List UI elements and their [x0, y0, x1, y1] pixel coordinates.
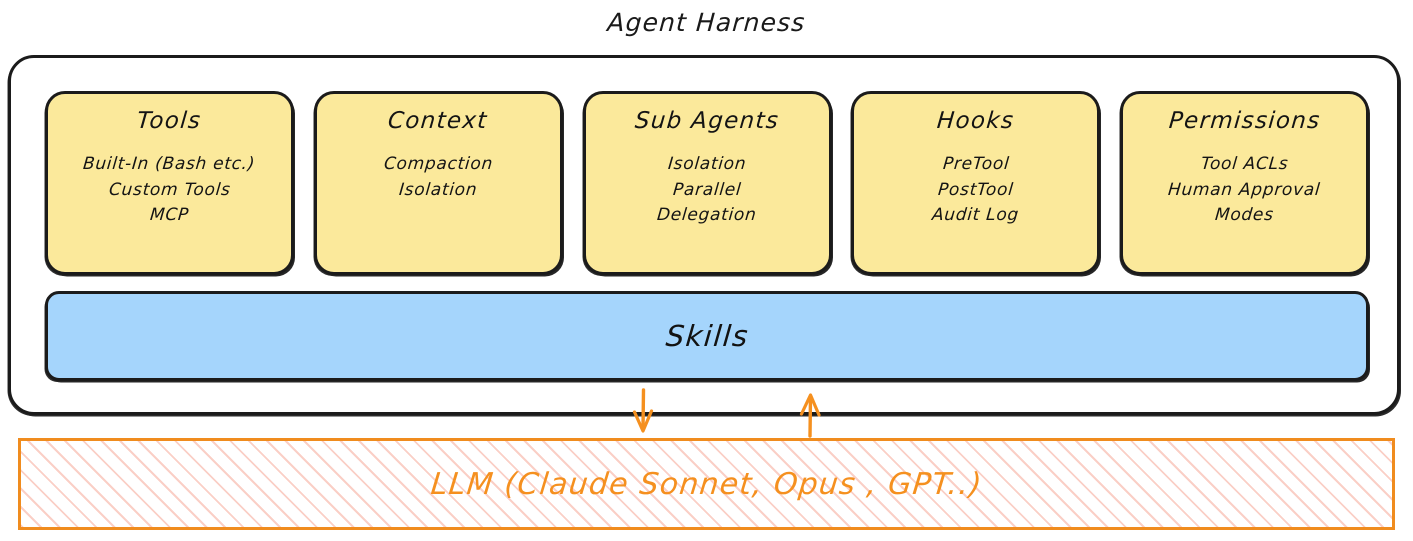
module-line: Isolation	[398, 179, 479, 200]
module-line: Compaction	[382, 154, 494, 174]
module-title: Sub Agents	[633, 108, 781, 134]
module-row: Tools Built-In (Bash etc.) Custom Tools …	[45, 91, 1369, 275]
skills-bar[interactable]: Skills	[45, 291, 1369, 381]
module-card-tools[interactable]: Tools Built-In (Bash etc.) Custom Tools …	[45, 91, 294, 275]
module-card-context[interactable]: Context Compaction Isolation	[313, 91, 563, 275]
module-title: Permissions	[1167, 108, 1322, 134]
skills-label: Skills	[664, 319, 750, 353]
module-line-list: Tool ACLs Human Approval Modes	[1167, 152, 1322, 228]
module-title: Tools	[136, 108, 203, 134]
module-line: Delegation	[656, 205, 758, 226]
page-title: Agent Harness	[606, 8, 807, 37]
module-line: Isolation	[666, 154, 748, 174]
llm-label: LLM (Claude Sonnet, Opus , GPT..)	[428, 466, 985, 502]
module-title: Context	[387, 108, 490, 134]
module-line: Built-In (Bash etc.)	[82, 154, 257, 174]
module-line: PostTool	[937, 179, 1015, 200]
module-card-permissions[interactable]: Permissions Tool ACLs Human Approval Mod…	[1120, 91, 1369, 275]
module-line-list: Isolation Parallel Delegation	[656, 152, 758, 228]
module-title: Hooks	[935, 108, 1016, 134]
module-line: Modes	[1214, 205, 1275, 226]
module-line-list: PreTool PostTool Audit Log	[931, 152, 1021, 228]
module-line: Parallel	[671, 179, 743, 200]
module-card-hooks[interactable]: Hooks PreTool PostTool Audit Log	[851, 91, 1101, 275]
module-line: Audit Log	[931, 205, 1021, 226]
module-line: PreTool	[941, 154, 1010, 174]
module-line: Custom Tools	[107, 179, 232, 200]
module-card-sub-agents[interactable]: Sub Agents Isolation Parallel Delegation	[582, 91, 832, 275]
llm-box[interactable]: LLM (Claude Sonnet, Opus , GPT..)	[18, 438, 1395, 530]
module-line: Human Approval	[1167, 179, 1322, 200]
module-line: Tool ACLs	[1199, 154, 1290, 174]
agent-harness-container: Tools Built-In (Bash etc.) Custom Tools …	[8, 55, 1400, 415]
module-line-list: Built-In (Bash etc.) Custom Tools MCP	[82, 152, 257, 228]
module-line: MCP	[149, 205, 190, 226]
module-line-list: Compaction Isolation	[382, 152, 494, 202]
